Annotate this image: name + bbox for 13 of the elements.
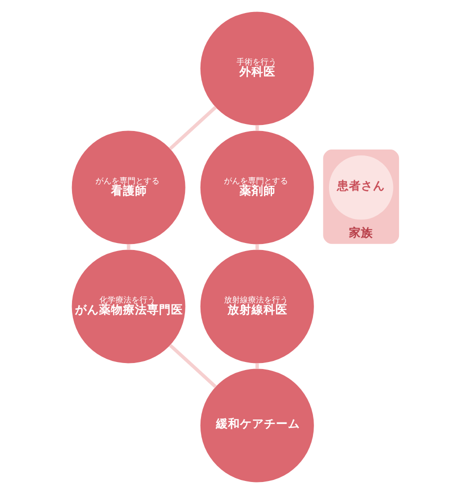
node-circle: がんを専門とする 看護師 — [72, 130, 186, 244]
node-circle: 手術を行う 外科医 — [200, 11, 314, 125]
connector — [255, 244, 259, 250]
node-circle: 化学療法を行う がん薬物療法専門医 — [72, 249, 186, 363]
connector — [168, 343, 217, 388]
node-circle: がんを専門とする 薬剤師 — [200, 130, 314, 244]
connector — [255, 362, 259, 368]
node-circle: 放射線療法を行う 放射線科医 — [200, 249, 314, 363]
connector — [169, 105, 217, 150]
connector — [255, 124, 259, 130]
connector — [126, 244, 130, 250]
node-circle: 患者さん — [328, 154, 394, 220]
node-circle: 緩和ケアチーム — [200, 368, 314, 482]
